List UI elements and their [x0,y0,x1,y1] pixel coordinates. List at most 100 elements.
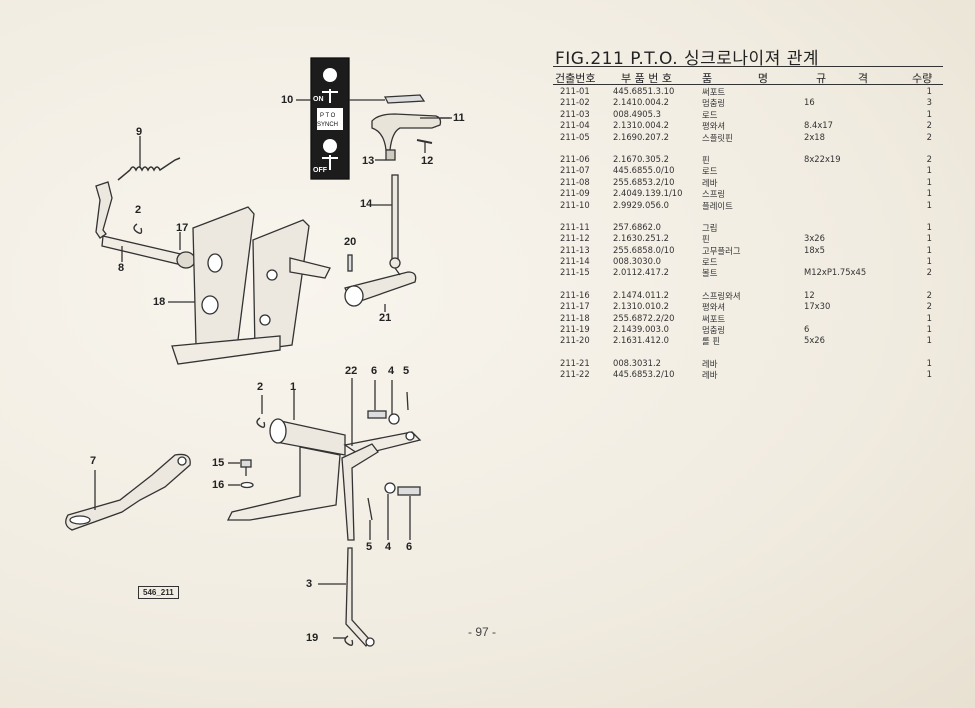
part-number: 2.1439.003.0 [613,324,669,335]
item-number: 211-05 [560,131,590,142]
part-name: 멈춤링 [702,98,726,109]
part-number: 257.6862.0 [613,221,661,232]
callout-label: 3 [306,578,313,590]
part-quantity: 1 [926,312,932,323]
item-number: 211-14 [560,256,590,267]
callout-label: 12 [421,155,434,167]
callout-label: 16 [212,479,225,491]
item-number: 211-13 [560,244,590,255]
callout-label: 9 [136,126,143,138]
part-quantity: 1 [926,199,932,210]
item-number: 211-01 [560,86,590,96]
pto-synch-decal: ON P T O SYNCH OFF [310,57,350,180]
part-quantity: 2 [926,153,932,164]
part-name: 써포트 [702,313,726,324]
part-number: 445.6851.3.10 [613,86,675,96]
part-name: 볼트 [702,268,718,279]
item-number: 211-02 [560,97,590,108]
part-quantity: 3 [926,97,932,108]
decal-on-label: ON [313,96,324,103]
part-number: 2.4049.139.1/10 [613,188,683,199]
callout-label: 8 [118,262,125,274]
part-number: 445.6855.0/10 [613,165,675,176]
part-quantity: 1 [926,86,932,96]
part-quantity: 1 [926,221,932,232]
part-number: 2.9929.056.0 [613,199,669,210]
part-name: 스프링와셔 [702,290,741,301]
part-name: 스프링 [702,189,726,200]
part-quantity: 1 [926,335,932,346]
item-number: 211-07 [560,165,590,176]
part-name: 플레이트 [702,200,733,211]
part-quantity: 1 [926,244,932,255]
callout-label: 1 [290,381,297,393]
part-spec: 5x26 [804,335,825,346]
part-quantity: 2 [926,267,932,278]
part-number: 008.4905.3 [613,108,661,119]
item-number: 211-10 [560,199,590,210]
item-number: 211-20 [560,335,590,346]
part-spec: 8x22x19 [804,153,841,164]
part-quantity: 1 [926,324,932,335]
part-name: 로드 [702,109,718,120]
header-qty: 수량 [912,72,933,85]
item-number: 211-12 [560,233,590,244]
callout-label: 15 [212,457,225,469]
part-number: 2.1410.004.2 [613,97,669,108]
part-quantity: 2 [926,301,932,312]
part-spec: 6 [804,324,810,335]
part-number: 2.0112.417.2 [613,267,669,278]
part-number: 2.1310.010.2 [613,301,669,312]
item-number: 211-09 [560,188,590,199]
decal-pto-label: P T O [320,113,336,119]
figure-title: FIG.211 P.T.O. 싱크로나이져 관계 [555,49,820,69]
callout-label: 5 [403,365,410,377]
item-number: 211-08 [560,176,590,187]
part-quantity: 1 [926,165,932,176]
part-spec: 2x18 [804,131,825,142]
part-spec: 8.4x17 [804,120,833,131]
figure-reference: 546_211 [138,586,179,599]
part-spec: M12xP1.75x45 [804,267,867,278]
part-number: 2.1474.011.2 [613,289,669,300]
item-number: 211-04 [560,120,590,131]
callout-label: 4 [388,365,395,377]
part-name: 핀 [702,154,710,165]
part-spec: 16 [804,97,815,108]
part-number: 008.3030.0 [613,256,661,267]
callout-label: 6 [406,541,413,553]
part-name: 스플릿핀 [702,132,733,143]
part-quantity: 2 [926,131,932,142]
part-number: 2.1310.004.2 [613,120,669,131]
part-name: 고무플러그 [702,245,741,256]
item-number: 211-03 [560,108,590,119]
decal-off-label: OFF [313,167,328,174]
grip-handle [371,113,452,161]
part-quantity: 1 [926,108,932,119]
callout-label: 21 [379,312,392,324]
part-number: 2.1630.251.2 [613,233,669,244]
item-number: 211-06 [560,153,590,164]
parts-illustration: ON P T O SYNCH OFF [65,57,452,648]
item-number: 211-19 [560,324,590,335]
callout-label: 14 [360,198,373,210]
table-row: 211-02 2.1410.004.2 멈춤링 16 3 [556,97,936,108]
part-spec: 17x30 [804,301,831,312]
table-row: 211-03 008.4905.3 로드 1 [556,109,936,120]
